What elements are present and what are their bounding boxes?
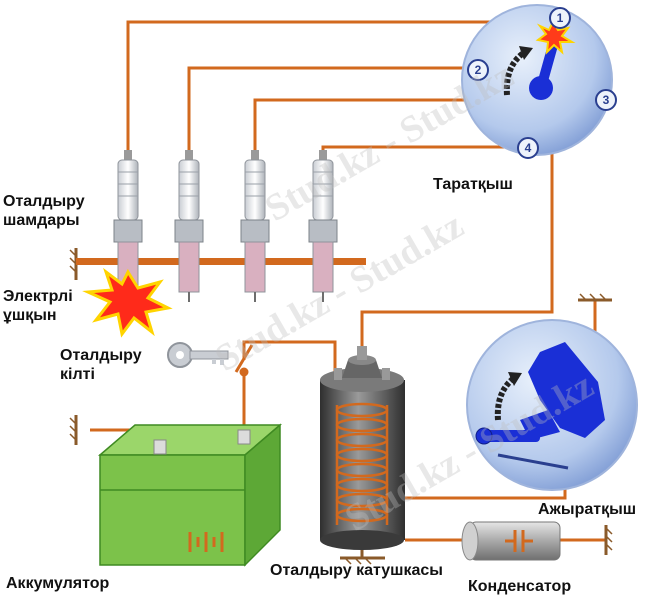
- battery-terminal-plus: [237, 429, 251, 445]
- wire-plug2-to-terminal2: [187, 66, 478, 152]
- coil-label: Оталдыру катушкасы: [270, 562, 443, 579]
- spark-plugs: [113, 150, 338, 302]
- ignition-key-label-line1: Оталдыру: [60, 347, 142, 364]
- battery-side: [244, 423, 281, 567]
- distributor-spark-icon: [535, 19, 576, 55]
- terminal-1-label: 1: [557, 11, 564, 25]
- battery: [97, 423, 283, 567]
- wire-plug1-to-terminal1: [126, 20, 548, 152]
- ground-plug-rail: [69, 248, 78, 280]
- engine-ground-rail: [76, 258, 366, 265]
- breaker: [466, 319, 638, 491]
- distributor-rotor-hub: [529, 76, 553, 100]
- spark-label-line2: ұшқын: [3, 307, 57, 324]
- coil-winding: [335, 402, 389, 525]
- terminal-4: 4: [517, 137, 539, 159]
- ground-breaker: [578, 293, 612, 302]
- condenser-label: Конденсатор: [468, 578, 572, 595]
- wire-key-to-coil: [242, 340, 337, 380]
- breaker-arm: [478, 430, 540, 442]
- ignition-coil: [320, 346, 405, 550]
- spark-label-line1: Электрлі: [3, 288, 73, 305]
- distributor: [461, 4, 613, 156]
- terminal-2: 2: [467, 59, 489, 81]
- rotation-arrow-head-icon: [519, 46, 533, 60]
- ignition-key-label-line2: кілті: [60, 366, 95, 383]
- battery-terminal-minus: [153, 439, 167, 455]
- spark-plugs-label-line2: шамдары: [3, 212, 80, 229]
- breaker-label: Ажыратқыш: [538, 501, 637, 518]
- terminal-3: 3: [595, 89, 617, 111]
- breaker-rotation-arrow-head-icon: [508, 372, 522, 386]
- ignition-key-icon: [167, 342, 229, 368]
- spark-plugs-label: Оталдыру шамдары: [3, 192, 85, 230]
- terminal-2-label: 2: [475, 63, 482, 77]
- breaker-contact-lever: [497, 453, 569, 470]
- ignition-switch: [234, 344, 254, 377]
- spark-plug-4: [308, 150, 338, 302]
- spark-plug-3: [240, 150, 270, 302]
- ground-condenser: [604, 525, 613, 555]
- distributor-label: Таратқыш: [433, 176, 513, 193]
- spark-burst-icon: [82, 267, 173, 338]
- distributor-terminals: 1 2 3 4: [467, 7, 617, 159]
- breaker-cam: [528, 342, 605, 438]
- terminal-4-label: 4: [525, 141, 532, 155]
- terminal-1: 1: [549, 7, 571, 29]
- spark-plug-2: [174, 150, 204, 302]
- breaker-rotation-arrow-icon: [494, 375, 516, 421]
- ignition-key-label: Оталдыру кілті: [60, 346, 142, 384]
- rotation-arrow-icon: [503, 49, 527, 96]
- spark-label: Электрлі ұшқын: [3, 287, 73, 325]
- spark-plugs-label-line1: Оталдыру: [3, 193, 85, 210]
- battery-label: Аккумулятор: [6, 575, 110, 592]
- terminal-3-label: 3: [603, 93, 610, 107]
- wire-hv-coil-to-distributor: [360, 95, 554, 360]
- condenser: [461, 521, 561, 561]
- battery-cells: [188, 532, 224, 552]
- ground-battery: [69, 415, 78, 445]
- wire-plug4-to-terminal4: [321, 145, 525, 152]
